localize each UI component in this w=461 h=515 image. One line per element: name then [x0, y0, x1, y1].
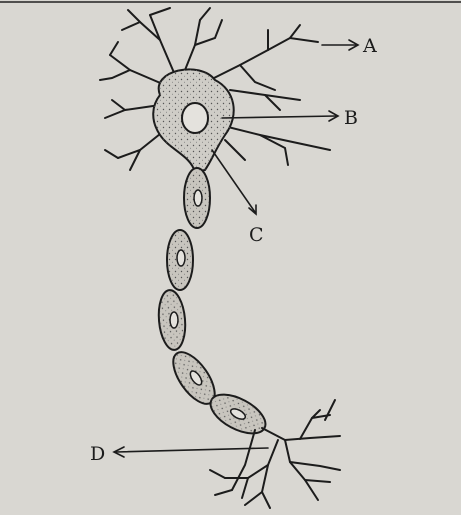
- label-a: A: [362, 35, 377, 57]
- nucleus: [182, 103, 208, 133]
- label-d: D: [90, 443, 105, 465]
- label-c: C: [249, 224, 264, 246]
- label-b: B: [344, 107, 358, 129]
- pointer-d-line: [116, 448, 268, 452]
- pointer-lines: [114, 40, 358, 457]
- pointer-b-line: [222, 116, 336, 118]
- pointer-c-line: [212, 150, 255, 212]
